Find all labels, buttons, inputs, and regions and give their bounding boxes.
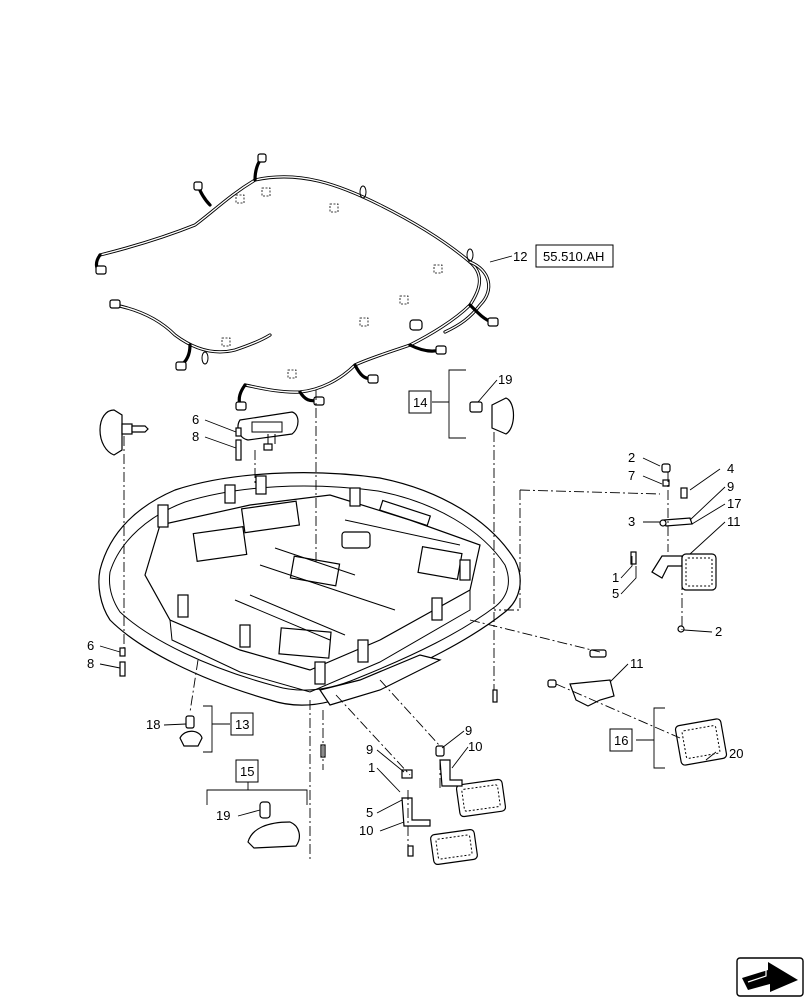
- group-box-14: 14: [408, 390, 432, 414]
- svg-text:14: 14: [413, 395, 427, 410]
- callout-labels: 12 19 2 7 4 9 17 3 11 1 5 2 6 8 6 8 11 2…: [87, 249, 743, 838]
- item-15-lamp: [247, 801, 300, 849]
- callout-11-lower: 11: [630, 656, 644, 671]
- right-work-lamp-bracket: [630, 463, 717, 633]
- callout-5-lower: 5: [366, 805, 373, 820]
- callout-11-upper: 11: [727, 514, 741, 529]
- lower-work-lamps: [401, 745, 507, 865]
- callout-9-right: 9: [727, 479, 734, 494]
- callout-12: 12: [513, 249, 527, 264]
- item-14-lamp: [469, 397, 515, 435]
- callout-20: 20: [729, 746, 743, 761]
- callout-2-upper: 2: [628, 450, 635, 465]
- upper-work-lamp: [237, 411, 299, 451]
- assembly-lines: [123, 390, 683, 860]
- group-brackets: [203, 369, 665, 805]
- callout-6-lower: 6: [87, 638, 94, 653]
- callout-4: 4: [727, 461, 734, 476]
- callout-5-right: 5: [612, 586, 619, 601]
- callout-18: 18: [146, 717, 160, 732]
- callout-1-lower: 1: [368, 760, 375, 775]
- callout-8-upper: 8: [192, 429, 199, 444]
- callout-19-upper: 19: [498, 372, 512, 387]
- next-page-arrow-icon[interactable]: [736, 957, 804, 997]
- wiring-harness: [94, 153, 499, 411]
- svg-text:15: 15: [240, 764, 254, 779]
- callout-17: 17: [727, 496, 741, 511]
- group-box-13: 13: [230, 712, 254, 736]
- callout-7: 7: [628, 468, 635, 483]
- callout-1-right: 1: [612, 570, 619, 585]
- callout-19-lower: 19: [216, 808, 230, 823]
- callout-9-lower-left: 9: [366, 742, 373, 757]
- group-box-16: 16: [609, 728, 633, 752]
- leader-lines: [99, 255, 726, 832]
- callout-10-left: 10: [359, 823, 373, 838]
- svg-text:13: 13: [235, 717, 249, 732]
- lower-right-bracket: [547, 679, 728, 766]
- callout-2-lower: 2: [715, 624, 722, 639]
- item-13-lamp: [179, 715, 203, 747]
- roof-posts: [157, 475, 471, 685]
- cab-roof-shell: [98, 472, 607, 706]
- reference-label[interactable]: 55.510.AH: [543, 249, 604, 264]
- left-side-lamp: [99, 409, 149, 456]
- callout-3: 3: [628, 514, 635, 529]
- callout-6-upper: 6: [192, 412, 199, 427]
- group-box-15: 15: [235, 759, 259, 783]
- reference-box[interactable]: 55.510.AH: [535, 244, 614, 268]
- callout-10-right: 10: [468, 739, 482, 754]
- callout-9-lower-right: 9: [465, 723, 472, 738]
- callout-8-lower: 8: [87, 656, 94, 671]
- svg-text:16: 16: [614, 733, 628, 748]
